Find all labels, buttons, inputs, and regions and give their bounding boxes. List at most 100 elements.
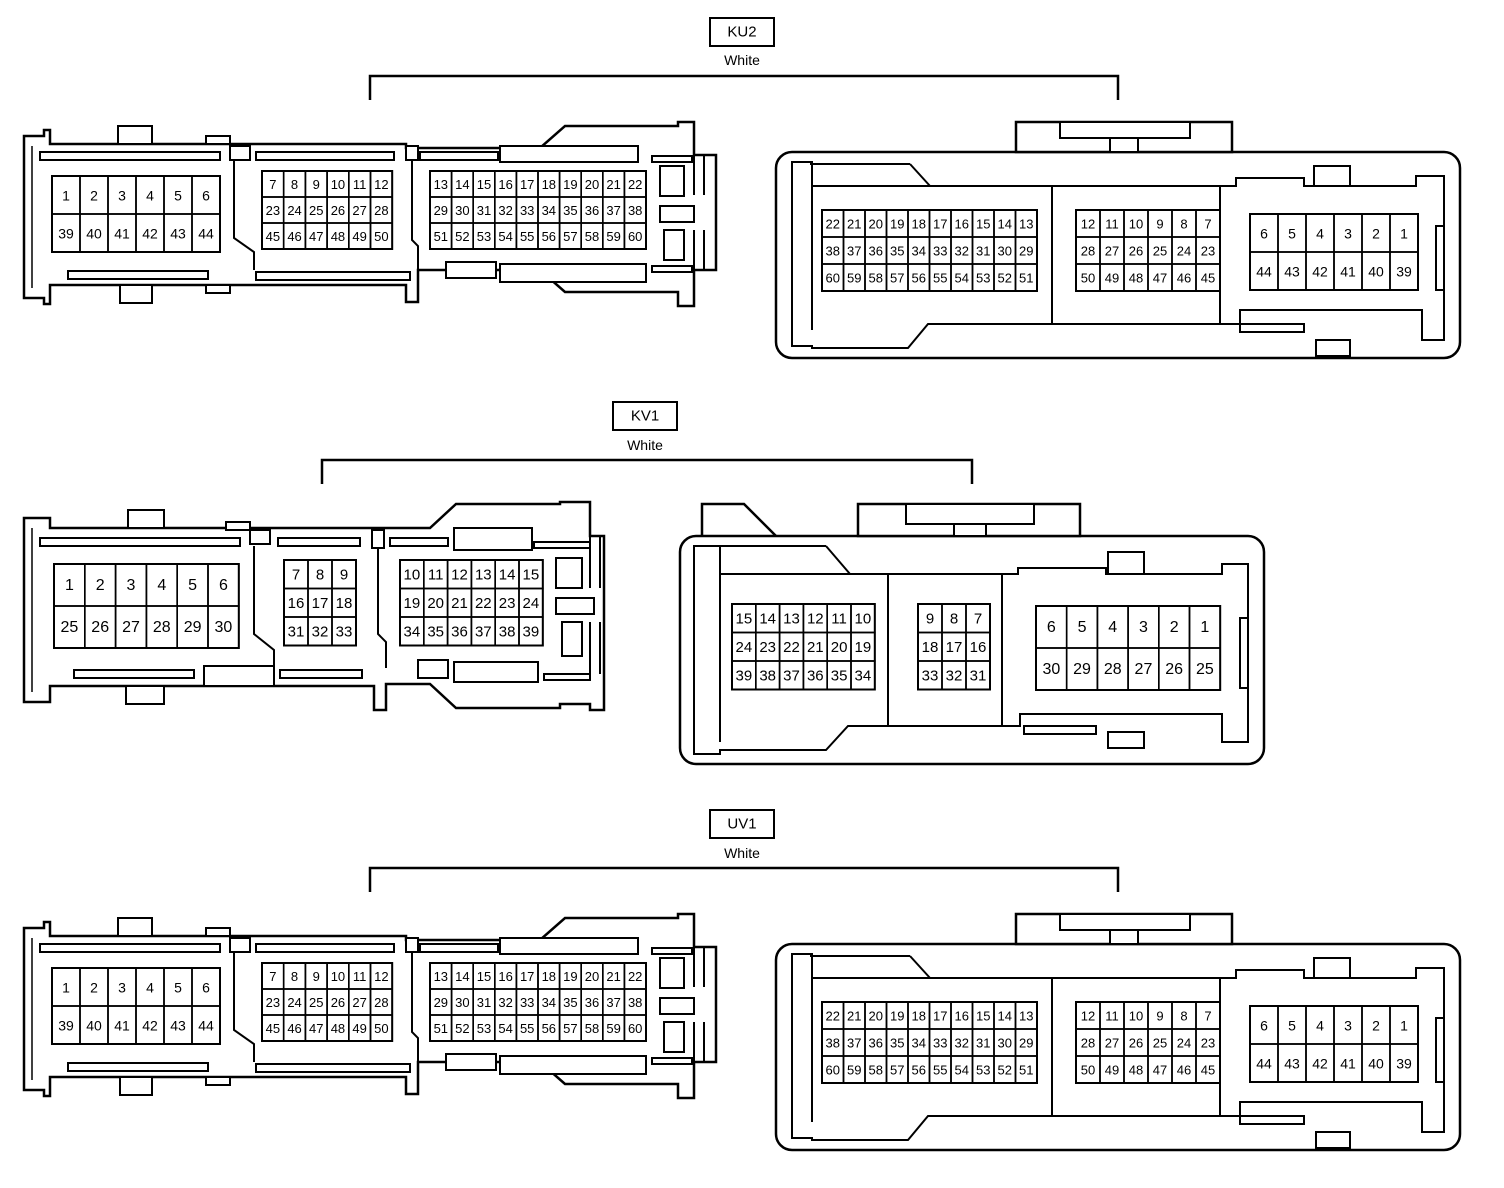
pin-number: 11 — [1105, 217, 1119, 232]
pin-number: 35 — [890, 1036, 904, 1051]
latch-tab — [117, 917, 153, 937]
rail — [73, 669, 195, 679]
pin-number: 15 — [477, 177, 491, 192]
pin-number: 40 — [86, 226, 102, 242]
pin-cell — [207, 605, 240, 649]
latch-tab — [119, 1076, 153, 1096]
pin-number: 31 — [288, 623, 305, 640]
pin-number: 3 — [118, 188, 126, 204]
pin-number: 30 — [998, 1036, 1012, 1051]
rail — [229, 145, 251, 161]
pin-number: 5 — [174, 980, 182, 996]
pin-number: 22 — [628, 969, 642, 984]
pin-number: 15 — [736, 610, 753, 627]
pin-number: 45 — [266, 1021, 280, 1036]
pin-number: 23 — [266, 995, 280, 1010]
pin-number: 46 — [287, 1021, 301, 1036]
pin-number: 60 — [826, 1063, 840, 1078]
pin-number: 36 — [869, 1036, 883, 1051]
pin-number: 31 — [976, 244, 990, 259]
pin-number: 33 — [933, 1036, 947, 1051]
pin-number: 44 — [198, 1018, 214, 1034]
pin-number: 22 — [628, 177, 642, 192]
pin-number: 9 — [1156, 1009, 1163, 1024]
pin-number: 23 — [759, 639, 776, 656]
pin-number: 1 — [1200, 619, 1209, 636]
pin-number: 1 — [62, 980, 70, 996]
rail — [445, 261, 497, 279]
connector-name-box — [709, 809, 775, 839]
pin-number: 35 — [563, 203, 577, 218]
pin-number: 12 — [374, 969, 388, 984]
pin-number: 26 — [331, 203, 345, 218]
pin-number: 8 — [950, 610, 958, 627]
latch-tab — [205, 135, 231, 145]
pin-number: 7 — [1204, 217, 1211, 232]
key — [663, 1021, 685, 1053]
pin-number: 9 — [926, 610, 934, 627]
pin-number: 51 — [434, 1021, 448, 1036]
pin-number: 20 — [831, 639, 848, 656]
key — [589, 536, 601, 674]
pin-number: 41 — [114, 1018, 130, 1034]
pin-number: 12 — [451, 566, 468, 583]
pin-cell — [850, 660, 876, 691]
pin-number: 14 — [998, 1009, 1012, 1024]
pin-number: 54 — [498, 1021, 512, 1036]
rail — [229, 937, 251, 953]
pin-number: 10 — [331, 969, 345, 984]
housing-inner — [791, 161, 1445, 349]
pin-number: 44 — [1256, 264, 1272, 280]
pin-number: 44 — [198, 226, 214, 242]
pin-number: 27 — [1105, 1036, 1119, 1051]
pin-number: 27 — [122, 619, 140, 636]
rail — [371, 529, 385, 549]
pin-number: 34 — [855, 667, 872, 684]
rail — [255, 271, 411, 281]
pin-number: 19 — [563, 969, 577, 984]
key — [651, 265, 693, 273]
pin-number: 7 — [269, 177, 276, 192]
latch-tab — [205, 927, 231, 937]
rail — [39, 151, 221, 161]
pin-number: 36 — [451, 623, 468, 640]
pin-number: 57 — [563, 229, 577, 244]
pin-number: 56 — [542, 229, 556, 244]
pin-number: 43 — [170, 1018, 186, 1034]
pin-number: 3 — [1139, 619, 1148, 636]
pin-number: 5 — [1078, 619, 1087, 636]
pin-cell — [369, 222, 394, 250]
pin-number: 57 — [890, 271, 904, 286]
key — [663, 229, 685, 261]
pin-cell — [623, 1014, 647, 1042]
pin-number: 53 — [976, 271, 990, 286]
rail — [419, 943, 499, 953]
pin-number: 17 — [312, 595, 329, 612]
pin-number: 59 — [847, 271, 861, 286]
pin-number: 15 — [477, 969, 491, 984]
divider — [233, 160, 255, 270]
pin-number: 51 — [1019, 1063, 1033, 1078]
pin-number: 18 — [912, 1009, 926, 1024]
pin-number: 9 — [340, 566, 348, 583]
pin-number: 48 — [331, 1021, 345, 1036]
key — [651, 155, 693, 163]
pin-number: 45 — [1201, 271, 1215, 286]
pin-cell — [1389, 251, 1419, 291]
pin-number: 22 — [475, 595, 492, 612]
latch-tab — [119, 284, 153, 304]
pin-number: 5 — [188, 577, 197, 594]
pin-cell — [1389, 1043, 1419, 1083]
pin-number: 32 — [498, 995, 512, 1010]
pin-number: 49 — [1105, 271, 1119, 286]
pin-cell — [1195, 263, 1221, 292]
pin-number: 52 — [998, 271, 1012, 286]
pin-number: 25 — [1196, 661, 1214, 678]
pin-cell — [369, 1014, 394, 1042]
pin-number: 6 — [219, 577, 228, 594]
